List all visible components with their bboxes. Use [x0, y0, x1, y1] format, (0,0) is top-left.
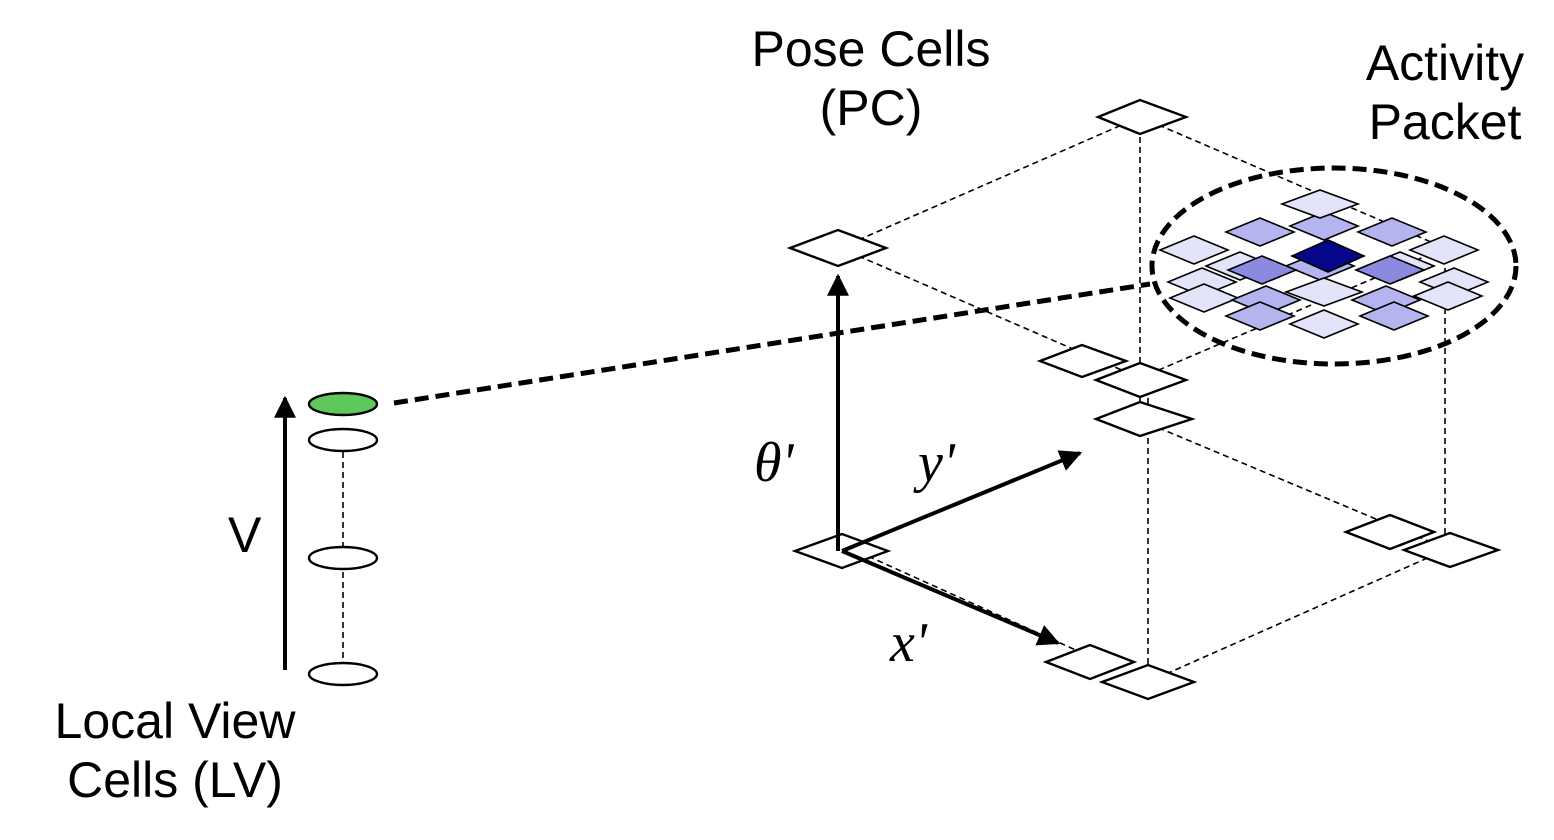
packet-cell — [1353, 255, 1427, 285]
pose-cell — [1098, 663, 1198, 701]
pose-cells — [786, 98, 1502, 701]
packet-cell — [1411, 281, 1485, 311]
pose-cell — [1094, 98, 1190, 136]
activity-packet-label: Activity Packet — [1336, 34, 1554, 152]
activity-packet-boundary — [1149, 165, 1519, 367]
activity-packet-title: Activity — [1365, 35, 1525, 91]
active-local-view-cell — [307, 391, 379, 417]
local-view-cell — [307, 661, 379, 687]
packet-cell — [1283, 277, 1365, 307]
packet-cell — [1407, 235, 1481, 265]
x-axis-label: x' — [890, 612, 927, 674]
packet-cell — [1225, 255, 1299, 285]
pose-cell-cube-edges — [839, 116, 1451, 683]
pose-cell — [786, 228, 890, 268]
packet-cell — [1290, 239, 1366, 273]
pose-cell — [1092, 361, 1190, 399]
x-axis-arrow — [841, 549, 1061, 646]
local-view-cell — [307, 545, 379, 571]
pose-cell — [1042, 643, 1138, 681]
packet-cell — [1167, 283, 1241, 313]
y-axis-arrow — [841, 450, 1083, 553]
packet-cell — [1287, 211, 1361, 241]
local-view-abbrev: Cells (LV) — [67, 752, 283, 808]
lv-to-pc-link — [393, 281, 1151, 406]
activity-packet-subtitle: Packet — [1368, 94, 1522, 150]
theta-axis-label: θ' — [754, 432, 794, 494]
packet-cell — [1157, 235, 1231, 265]
pose-cell — [1092, 400, 1196, 438]
v-axis-label: V — [228, 507, 262, 563]
pose-cell — [1036, 343, 1130, 379]
local-view-cells — [307, 391, 379, 687]
activity-packet — [1157, 189, 1491, 339]
pose-cells-abbrev: (PC) — [819, 80, 923, 136]
local-view-cells-label: Local View Cells (LV) — [10, 692, 340, 810]
packet-cell — [1223, 217, 1297, 247]
y-axis-label: y' — [918, 432, 955, 494]
pose-cells-title: Pose Cells — [751, 21, 991, 77]
local-view-title: Local View — [54, 693, 296, 749]
packet-cell — [1287, 309, 1361, 339]
local-view-cell — [307, 427, 379, 453]
packet-cell — [1357, 301, 1431, 331]
pose-cells-label: Pose Cells (PC) — [712, 20, 1030, 138]
packet-cell — [1355, 217, 1429, 247]
pose-cell — [1342, 513, 1438, 551]
pose-cell — [1400, 531, 1502, 569]
packet-cell — [1279, 189, 1361, 219]
packet-cell — [1223, 301, 1297, 331]
